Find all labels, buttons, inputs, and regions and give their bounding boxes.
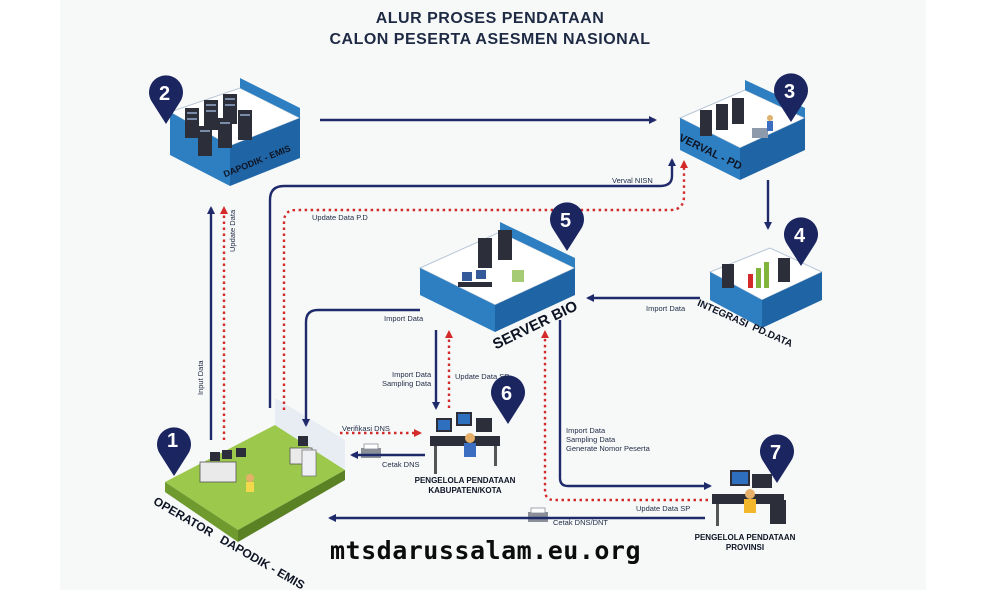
room-server-bio — [418, 222, 577, 332]
title-line-2: CALON PESERTA ASESMEN NASIONAL — [329, 31, 651, 48]
label-verifikasi-dns: Verifikasi DNS — [342, 424, 390, 433]
printer-icon-cetak-dns-dnt — [528, 507, 548, 522]
label-cetak-dns-dnt: Cetak DNS/DNT — [553, 518, 609, 527]
label-import-sampling-line1: Import Data — [392, 370, 432, 379]
badge-1 — [157, 427, 192, 476]
caption-provinsi-line2: PROVINSI — [725, 543, 765, 552]
room-dapodik-emis — [168, 78, 302, 186]
label-import-generate-line2: Sampling Data — [566, 435, 616, 444]
badge-7 — [759, 434, 795, 483]
flow-7-to-5-update-sp — [541, 330, 708, 502]
flow-1-to-3-update-pd — [282, 160, 688, 410]
footer-watermark: mtsdarussalam.eu.org — [330, 536, 642, 565]
flow-5-to-1-import — [302, 308, 420, 427]
badge-number-4: 4 — [794, 225, 806, 247]
badge-number-5: 5 — [560, 210, 572, 232]
badge-5 — [550, 202, 585, 251]
label-import-generate-line1: Import Data — [566, 426, 606, 435]
printer-icon-cetak-dns — [361, 443, 381, 458]
label-import-generate: Import Data Sampling Data Generate Nomor… — [566, 426, 650, 453]
label-import-sampling: Import Data Sampling Data — [382, 370, 431, 388]
caption-kabupaten-line1: PENGELOLA PENDATAAN — [414, 476, 516, 485]
label-update-data-sp-bottom: Update Data SP — [636, 504, 691, 513]
label-import-data-left: Import Data — [384, 314, 424, 323]
label-verval-nisn: Verval NISN — [612, 176, 653, 185]
label-update-data-pd: Update Data P.D — [312, 213, 368, 222]
badge-number-1: 1 — [167, 430, 179, 452]
label-cetak-dns: Cetak DNS — [382, 460, 420, 469]
caption-provinsi: PENGELOLA PENDATAAN PROVINSI — [690, 533, 800, 553]
badge-number-6: 6 — [501, 383, 513, 405]
desk-provinsi — [712, 470, 786, 526]
room-operator — [165, 398, 345, 542]
badge-number-2: 2 — [159, 83, 171, 105]
room-verval-pd — [678, 80, 807, 180]
desk-kabupaten — [430, 412, 500, 474]
room-integrasi-pd-data — [708, 247, 824, 328]
title-line-1: ALUR PROSES PENDATAAN — [375, 10, 605, 27]
badge-3 — [774, 73, 808, 122]
flow-1-to-3-verval — [268, 158, 676, 408]
caption-provinsi-line1: PENGELOLA PENDATAAN — [694, 533, 796, 542]
label-import-generate-line3: Generate Nomor Peserta — [566, 444, 650, 453]
label-update-data: Update Data — [228, 209, 237, 252]
label-import-sampling-line2: Sampling Data — [382, 379, 432, 388]
label-update-data-sp-center: Update Data SP — [455, 372, 510, 381]
caption-kabupaten-line2: KABUPATEN/KOTA — [428, 486, 502, 495]
flow-5-to-7-import — [558, 320, 712, 490]
badge-number-3: 3 — [784, 81, 796, 103]
label-input-data: Input Data — [196, 360, 205, 395]
badge-number-7: 7 — [770, 442, 782, 464]
badge-6 — [491, 375, 525, 424]
caption-kabupaten: PENGELOLA PENDATAAN KABUPATEN/KOTA — [410, 476, 520, 496]
label-import-data-right: Import Data — [646, 304, 686, 313]
badge-2 — [149, 75, 183, 124]
badge-4 — [783, 217, 819, 266]
